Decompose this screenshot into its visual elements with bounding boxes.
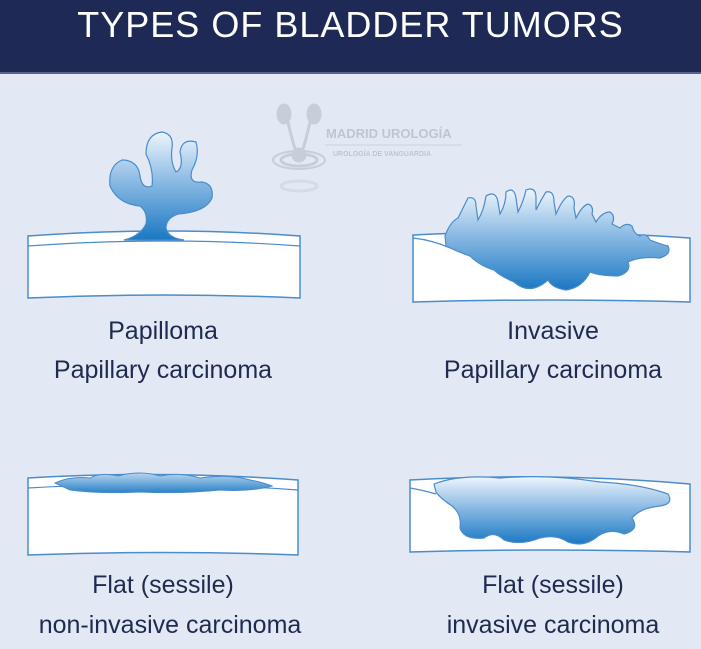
- invasive-papillary-illustration: [412, 188, 691, 303]
- panel4-label-line1: Flat (sessile): [482, 571, 624, 599]
- panel4-label-line2: invasive carcinoma: [447, 611, 660, 639]
- panel2-label-line2: Papillary carcinoma: [444, 356, 662, 384]
- header-banner: TYPES OF BLADDER TUMORS: [0, 0, 701, 74]
- watermark-brand: MADRID UROLOGÍA: [326, 126, 452, 141]
- invasive-papillary-tumor: [444, 188, 670, 291]
- kidney-logo-icon: [272, 103, 326, 193]
- flat-invasive-tumor: [433, 476, 671, 545]
- watermark-logo: MADRID UROLOGÍA UROLOGÍA DE VANGUARDIA: [272, 103, 462, 193]
- watermark-tagline: UROLOGÍA DE VANGUARDIA: [333, 149, 431, 158]
- panel1-label-line1: Papilloma: [108, 317, 218, 345]
- panel3-label-line2: non-invasive carcinoma: [39, 611, 302, 639]
- flat-invasive-illustration: [409, 476, 691, 553]
- flat-noninvasive-tumor: [53, 472, 274, 494]
- panel2-label-line1: Invasive: [507, 317, 599, 345]
- page-title: TYPES OF BLADDER TUMORS: [77, 4, 624, 45]
- panel1-label-line2: Papillary carcinoma: [54, 356, 272, 384]
- flat-noninvasive-illustration: [27, 472, 299, 556]
- papilloma-tumor: [109, 131, 213, 241]
- papilloma-illustration: [27, 131, 301, 299]
- panel3-label-line1: Flat (sessile): [92, 571, 234, 599]
